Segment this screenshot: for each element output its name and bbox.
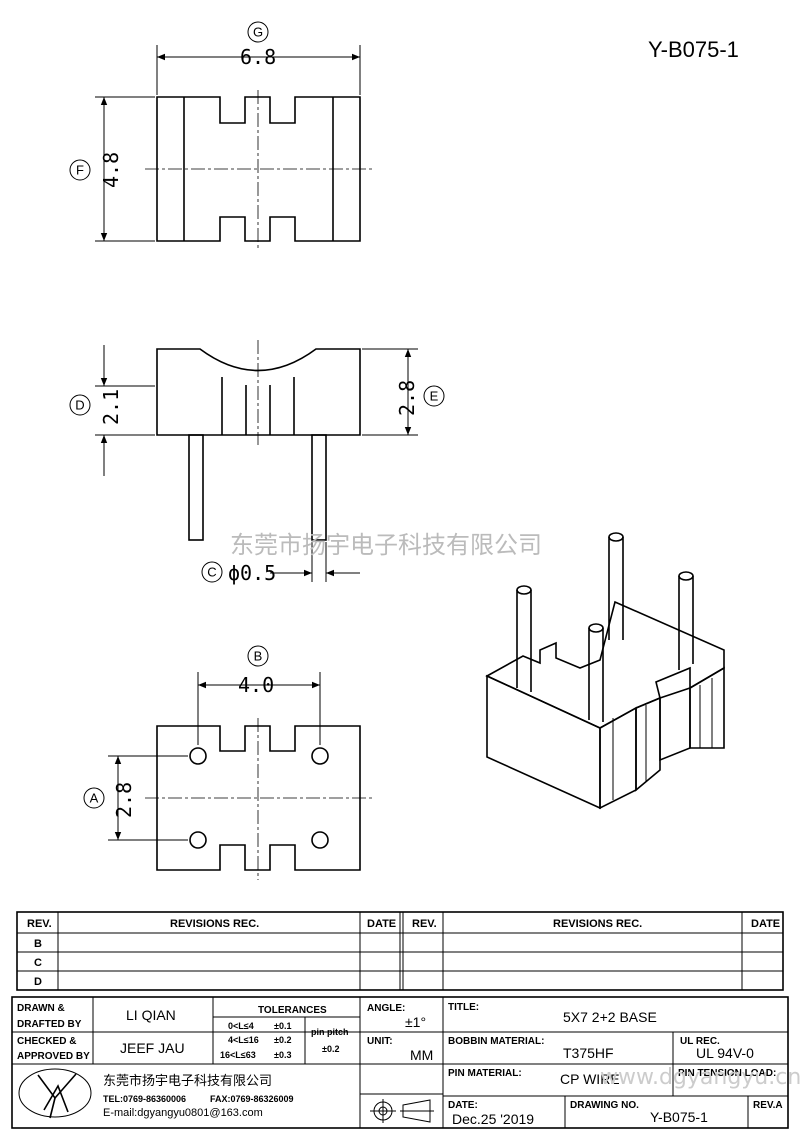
isometric-view	[485, 532, 725, 810]
drawn-by: LI QIAN	[126, 1007, 176, 1023]
pin-pitch-value: ±0.2	[322, 1044, 339, 1054]
tol-range-1: 0<L≤4	[228, 1021, 254, 1031]
tol-value-1: ±0.1	[274, 1021, 291, 1031]
pin-material-label: PIN MATERIAL:	[448, 1068, 522, 1079]
angle-value: ±1°	[405, 1014, 426, 1030]
title-label: TITLE:	[448, 1002, 479, 1013]
dim-E-value: 2.8	[395, 380, 419, 416]
rev-row-d: D	[34, 976, 42, 988]
drawing-no-label: DRAWING NO.	[570, 1100, 639, 1111]
drawn-label-1: DRAWN &	[17, 1003, 65, 1014]
checked-label-2: APPROVED BY	[17, 1051, 90, 1062]
title-block: DRAWN & DRAFTED BY LI QIAN CHECKED & APP…	[11, 996, 800, 1129]
date-header-left: DATE	[367, 918, 396, 930]
rev-row-c: C	[34, 957, 42, 969]
tol-range-3: 16<L≤63	[220, 1050, 256, 1060]
date-header-right: DATE	[751, 918, 780, 930]
revisions-header-left: REVISIONS REC.	[170, 918, 259, 930]
dim-D-value: 2.1	[99, 389, 123, 425]
date-value: Dec.25 '2019	[452, 1111, 534, 1127]
pin-material-value: CP WIRE	[560, 1071, 620, 1087]
dim-D-label: D	[75, 398, 84, 413]
date-label: DATE:	[448, 1100, 478, 1111]
dim-F-label: F	[76, 163, 84, 178]
dim-G-value: 6.8	[240, 45, 276, 69]
rev-header-right: REV.	[412, 918, 437, 930]
top-view: G 6.8 F 4.8	[69, 21, 372, 250]
checked-by: JEEF JAU	[120, 1040, 185, 1056]
dim-E-label: E	[430, 389, 439, 404]
watermark-company: 东莞市扬宇电子科技有限公司	[230, 531, 542, 559]
dim-B-value: 4.0	[238, 673, 274, 697]
tol-value-3: ±0.3	[274, 1050, 291, 1060]
pin-pitch-label: pin pitch	[311, 1027, 349, 1037]
rev-header-left: REV.	[27, 918, 52, 930]
unit-label: UNIT:	[367, 1036, 393, 1047]
rev-row-b: B	[34, 938, 42, 950]
unit-value: MM	[410, 1047, 433, 1063]
ul-value: UL 94V-0	[696, 1045, 754, 1061]
rev-a-label: REV.A	[753, 1100, 783, 1111]
side-view: D 2.1 E 2.8 C ϕ0.5	[69, 340, 445, 585]
dim-B-label: B	[254, 649, 263, 664]
company-email: E-mail:dgyangyu0801@163.com	[103, 1107, 263, 1119]
revisions-header-right: REVISIONS REC.	[553, 918, 642, 930]
bobbin-value: T375HF	[563, 1045, 614, 1061]
angle-label: ANGLE:	[367, 1003, 405, 1014]
projection-symbol-icon	[370, 1099, 434, 1123]
tolerances-label: TOLERANCES	[258, 1005, 327, 1016]
dim-C-label: C	[207, 565, 216, 580]
pin-tension-label: PIN TENSION LOAD:	[678, 1068, 776, 1079]
tol-range-2: 4<L≤16	[228, 1035, 259, 1045]
drawing-no-value: Y-B075-1	[650, 1109, 708, 1125]
bobbin-label: BOBBIN MATERIAL:	[448, 1036, 544, 1047]
dim-A-label: A	[90, 791, 99, 806]
drawn-label-2: DRAFTED BY	[17, 1019, 82, 1030]
tol-value-2: ±0.2	[274, 1035, 291, 1045]
ul-label: UL REC.	[680, 1036, 720, 1047]
company-fax: FAX:0769-86326009	[210, 1094, 294, 1104]
bottom-view: B 4.0 A 2.8	[83, 645, 372, 880]
company-name: 东莞市扬宇电子科技有限公司	[103, 1073, 272, 1089]
dim-G-label: G	[253, 25, 263, 40]
title-value: 5X7 2+2 BASE	[563, 1009, 657, 1025]
watermark-url: www.dgyangyu.cn	[600, 1065, 800, 1090]
company-logo-icon	[18, 1068, 92, 1119]
checked-label-1: CHECKED &	[17, 1036, 76, 1047]
drawing-code-top: Y-B075-1	[648, 37, 739, 62]
dim-C-value: ϕ0.5	[228, 561, 276, 585]
revision-table: REV. REVISIONS REC. DATE REV. REVISIONS …	[16, 911, 784, 991]
dim-F-value: 4.8	[99, 152, 123, 188]
dim-A-value: 2.8	[112, 782, 136, 818]
company-tel: TEL:0769-86360006	[103, 1094, 186, 1104]
